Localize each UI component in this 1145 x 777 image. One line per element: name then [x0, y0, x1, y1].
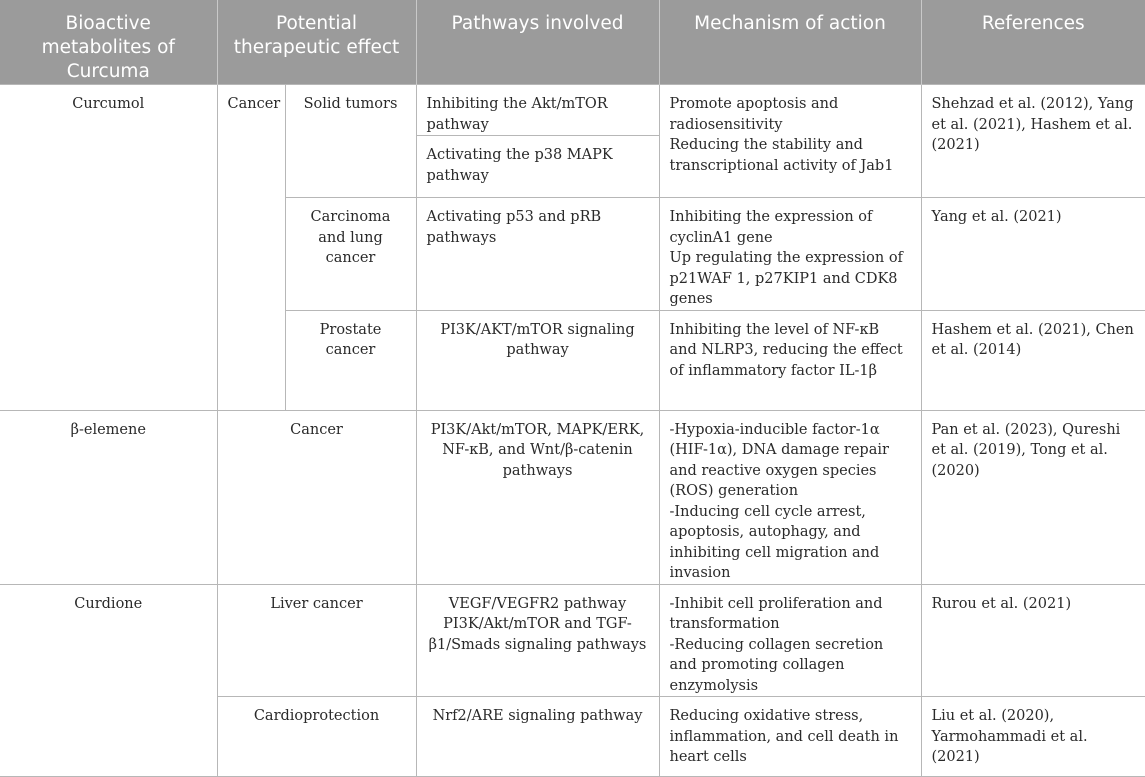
- mechanism-line: Promote apoptosis and radiosensitivity: [669, 96, 839, 133]
- effect-group: Cancer: [216, 84, 286, 411]
- references-cell: Shehzad et al. (2012), Yang et al. (2021…: [920, 84, 1145, 198]
- pathway-cell: VEGF/VEGFR2 pathway PI3K/Akt/mTOR and TG…: [415, 583, 660, 697]
- effect-cell: Cardioprotection: [216, 696, 417, 777]
- references-cell: Hashem et al. (2021), Chen et al. (2014): [920, 309, 1145, 411]
- effect-cell: Carcinoma and lung cancer: [284, 197, 417, 311]
- pathway-line: PI3K/Akt/mTOR and TGF-β1/Smads signaling…: [428, 616, 647, 653]
- header-pathways: Pathways involved: [416, 0, 660, 85]
- effect-cell: Solid tumors: [284, 84, 417, 198]
- effect-cell: Cancer: [216, 409, 417, 585]
- mechanism-cell: -Hypoxia-inducible factor-1α (HIF-1α), D…: [658, 409, 922, 585]
- mechanism-cell: Inhibiting the level of NF-κB and NLRP3,…: [658, 309, 922, 411]
- mechanism-cell: Promote apoptosis and radiosensitivity R…: [658, 84, 922, 198]
- mechanism-cell: Reducing oxidative stress, inflammation,…: [658, 696, 922, 777]
- effect-cell: Prostate cancer: [284, 309, 417, 411]
- pathway-cell: Activating the p38 MAPK pathway: [415, 135, 660, 198]
- header-mechanism: Mechanism of action: [659, 0, 922, 85]
- pathway-cell: Nrf2/ARE signaling pathway: [415, 696, 660, 777]
- pathway-cell: PI3K/Akt/mTOR, MAPK/ERK, NF-κB, and Wnt/…: [415, 409, 660, 585]
- mechanism-line: Reducing the stability and transcription…: [669, 137, 894, 174]
- mechanism-line: Inhibiting the expression of cyclinA1 ge…: [669, 209, 873, 246]
- header-metabolites: Bioactive metabolites of Curcuma: [0, 0, 218, 85]
- metabolite-name: Curdione: [0, 583, 218, 777]
- metabolite-name: β-elemene: [0, 409, 218, 585]
- mechanism-line: -Inhibit cell proliferation and transfor…: [669, 595, 883, 633]
- mechanism-line: -Hypoxia-inducible factor-1α (HIF-1α), D…: [669, 421, 889, 500]
- pathway-cell: Inhibiting the Akt/mTOR pathway: [415, 84, 660, 136]
- mechanism-line: Up regulating the expression of p21WAF 1…: [669, 250, 903, 307]
- references-cell: Rurou et al. (2021): [920, 583, 1145, 697]
- effect-cell: Liver cancer: [216, 583, 417, 697]
- table-row: β-elemene Cancer PI3K/Akt/mTOR, MAPK/ERK…: [0, 409, 1145, 585]
- references-cell: Yang et al. (2021): [920, 197, 1145, 311]
- mechanism-line: -Reducing collagen secretion and promoti…: [669, 636, 884, 694]
- header-effect: Potential therapeutic effect: [217, 0, 417, 85]
- pathway-line: VEGF/VEGFR2 pathway: [448, 595, 627, 612]
- header-references: References: [921, 0, 1145, 85]
- table-row: Prostate cancer PI3K/AKT/mTOR signaling …: [0, 309, 1145, 411]
- metabolite-name: Curcumol: [0, 84, 218, 411]
- table-row: Activating the p38 MAPK pathway: [0, 135, 1145, 198]
- table-row: Carcinoma and lung cancer Activating p53…: [0, 197, 1145, 311]
- pathway-cell: Activating p53 and pRB pathways: [415, 197, 660, 311]
- mechanism-cell: Inhibiting the expression of cyclinA1 ge…: [658, 197, 922, 311]
- mechanism-cell: -Inhibit cell proliferation and transfor…: [658, 583, 922, 697]
- table-row: Curcumol Cancer Solid tumors Inhibiting …: [0, 84, 1145, 411]
- header-row: Bioactive metabolites of Curcuma Potenti…: [0, 0, 1145, 85]
- references-cell: Liu et al. (2020), Yarmohammadi et al. (…: [920, 696, 1145, 777]
- pathway-cell: PI3K/AKT/mTOR signaling pathway: [415, 309, 660, 411]
- table-row: Curdione Liver cancer VEGF/VEGFR2 pathwa…: [0, 583, 1145, 777]
- references-cell: Pan et al. (2023), Qureshi et al. (2019)…: [920, 409, 1145, 585]
- mechanism-line: -Inducing cell cycle arrest, apoptosis, …: [669, 503, 880, 582]
